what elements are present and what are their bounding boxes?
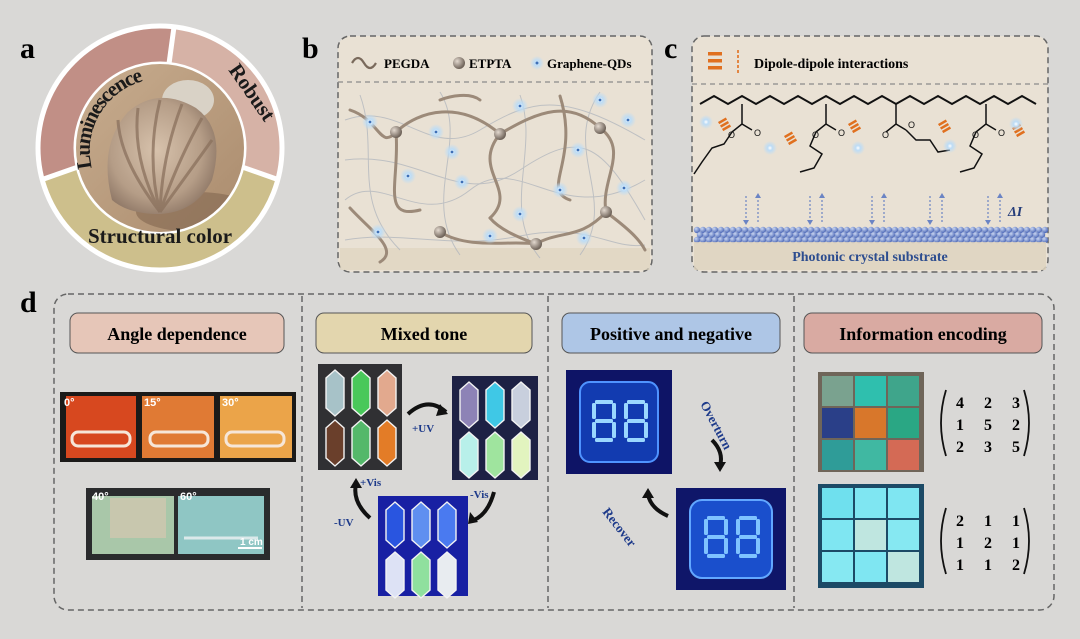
arrow-plus-vis bbox=[353, 483, 372, 520]
title-mixed-tone: Mixed tone bbox=[381, 324, 467, 344]
angle-photos-row2 bbox=[86, 488, 270, 560]
matrix-cell: 1 bbox=[956, 417, 964, 434]
positive-photo bbox=[566, 370, 672, 474]
mixed-tone-photo-mixed bbox=[378, 496, 468, 599]
matrix-cell: 2 bbox=[1012, 417, 1020, 434]
matrix-cell: 2 bbox=[956, 513, 964, 530]
panel-d: d Angle dependence Mixed tone Positive a… bbox=[20, 286, 1055, 611]
title-angle-dependence: Angle dependence bbox=[107, 324, 247, 344]
svg-text:O: O bbox=[812, 130, 819, 140]
label-recover: Recover bbox=[600, 505, 640, 550]
photonic-substrate-label: Photonic crystal substrate bbox=[792, 250, 948, 265]
panel-a-letter: a bbox=[20, 32, 35, 65]
angle-30: 30° bbox=[222, 397, 239, 409]
arrow-minus-vis bbox=[473, 491, 496, 522]
matrix-cell: 1 bbox=[984, 513, 992, 530]
matrix-cell: 1 bbox=[1012, 513, 1020, 530]
panel-d-letter: d bbox=[20, 286, 37, 319]
svg-text:O: O bbox=[972, 130, 979, 140]
matrix-cell: 1 bbox=[956, 557, 964, 574]
label-minus-uv: -UV bbox=[334, 517, 354, 529]
svg-text:O: O bbox=[754, 128, 761, 138]
angle-40: 40° bbox=[92, 491, 109, 503]
svg-text:O: O bbox=[908, 120, 915, 130]
matrix-cell: 4 bbox=[956, 395, 964, 412]
matrix-cell: 3 bbox=[1012, 395, 1020, 412]
ring-structural-color-segment bbox=[42, 166, 278, 269]
mixed-tone-photo-uv bbox=[452, 376, 538, 480]
matrix-cell: 2 bbox=[1012, 557, 1020, 574]
photonic-crystal-spheres bbox=[693, 226, 1049, 244]
panel-c-qd-dots bbox=[699, 115, 1023, 155]
panel-c: c Dipole-dipole interactions O O O O O O O O bbox=[664, 32, 1049, 273]
title-positive-negative: Positive and negative bbox=[590, 324, 752, 344]
mixed-tone-photo-visible bbox=[318, 364, 402, 470]
polymer-backbone bbox=[699, 94, 1037, 106]
title-information-encoding: Information encoding bbox=[839, 324, 1007, 344]
ring-label-structural-color: Structural color bbox=[88, 224, 232, 248]
panel-b-letter: b bbox=[302, 32, 319, 65]
matrix-cell: 3 bbox=[984, 439, 992, 456]
matrix-cell: 5 bbox=[1012, 439, 1020, 456]
legend-graphene-qds: Graphene-QDs bbox=[547, 56, 632, 71]
graphene-qd-dots bbox=[362, 92, 636, 246]
ring-robust-segment bbox=[168, 26, 282, 180]
title-box-info bbox=[803, 312, 1043, 354]
svg-text:O: O bbox=[728, 130, 735, 140]
svg-text:O: O bbox=[998, 128, 1005, 138]
dipole-legend-icon bbox=[708, 52, 722, 70]
svg-text:O: O bbox=[838, 128, 845, 138]
etpta-legend-icon bbox=[453, 57, 465, 69]
title-box-mixed bbox=[315, 312, 533, 354]
label-plus-vis: +Vis bbox=[360, 477, 382, 489]
matrix-cell: 2 bbox=[984, 395, 992, 412]
matrix-2: 2 1 1 1 2 1 1 1 2 bbox=[940, 507, 1030, 575]
angle-15: 15° bbox=[144, 397, 161, 409]
angle-photos-row1 bbox=[60, 392, 296, 462]
etpta-crosslink-nodes bbox=[390, 122, 612, 250]
legend-etpta: ETPTA bbox=[469, 56, 512, 71]
matrix-cell: 1 bbox=[1012, 535, 1020, 552]
interaction-arrows bbox=[745, 196, 1001, 222]
panel-a: a Luminescence Robu bbox=[20, 23, 285, 273]
encoding-photo-visible bbox=[818, 372, 924, 472]
panel-b: b PEGDA ETPTA Graphene-QDs bbox=[302, 32, 653, 273]
angle-60: 60° bbox=[180, 491, 197, 503]
matrix-cell: 1 bbox=[984, 557, 992, 574]
svg-text:O: O bbox=[882, 130, 889, 140]
label-minus-vis: -Vis bbox=[470, 489, 489, 501]
title-box-angle bbox=[69, 312, 285, 354]
title-box-positive bbox=[561, 312, 781, 354]
matrix-cell: 2 bbox=[984, 535, 992, 552]
matrix-cell: 2 bbox=[956, 439, 964, 456]
scale-label: 1 cm bbox=[240, 537, 263, 548]
negative-photo bbox=[676, 488, 786, 590]
encoding-photo-uv bbox=[818, 484, 924, 588]
angle-0: 0° bbox=[64, 397, 75, 409]
panel-c-letter: c bbox=[664, 32, 677, 65]
ester-side-groups bbox=[693, 104, 997, 175]
matrix-1: 4 2 3 1 5 2 2 3 5 bbox=[940, 389, 1030, 457]
matrix-cell: 5 bbox=[984, 417, 992, 434]
legend-dipole-interactions: Dipole-dipole interactions bbox=[754, 57, 909, 72]
oxygen-atoms: O O O O O O O O bbox=[728, 120, 1005, 140]
label-plus-uv: +UV bbox=[412, 423, 434, 435]
pegda-legend-icon bbox=[351, 56, 377, 70]
legend-pegda: PEGDA bbox=[384, 56, 430, 71]
delta-i-label: ΔI bbox=[1007, 205, 1023, 220]
matrix-cell: 1 bbox=[956, 535, 964, 552]
